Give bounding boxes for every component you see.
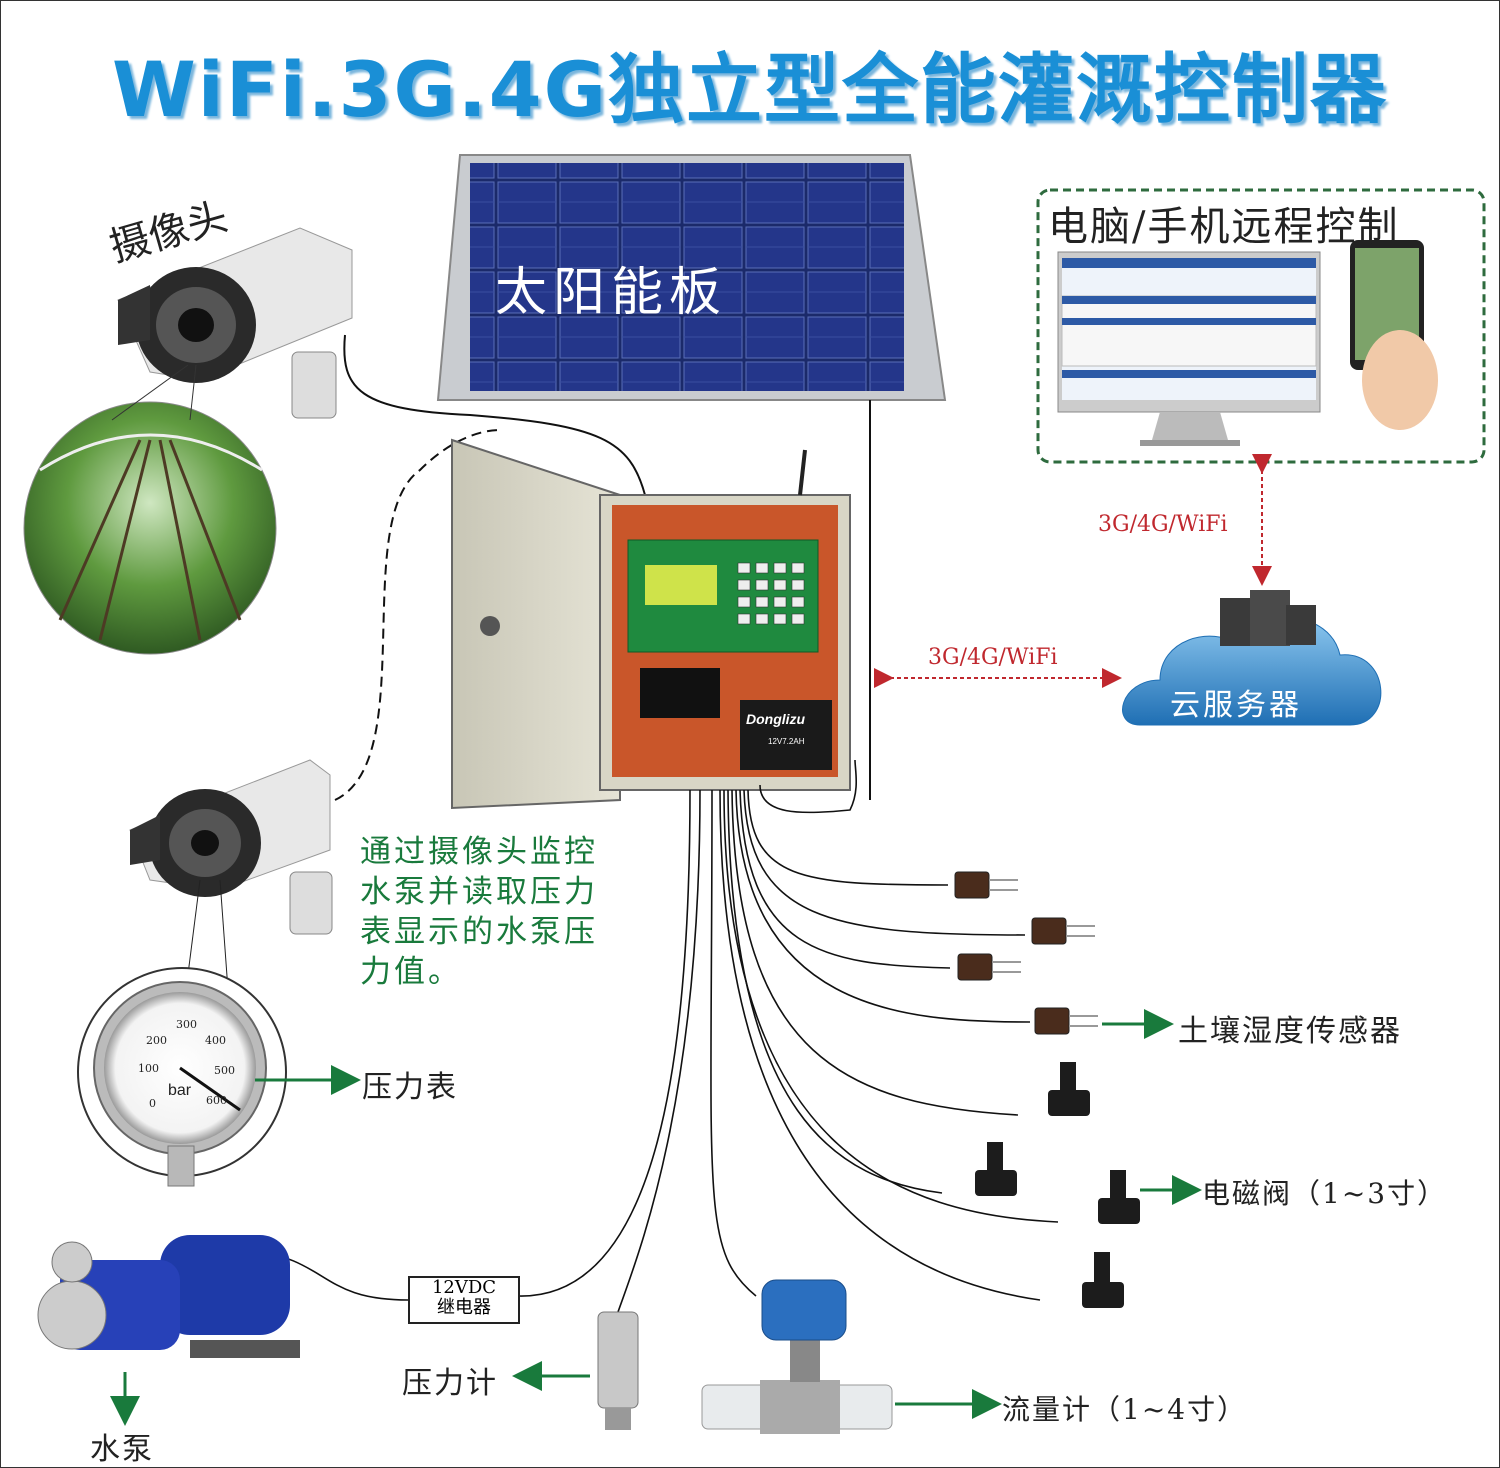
solenoid-valve-label: 电磁阀（1~3寸） <box>1202 1177 1448 1210</box>
sensor-cables <box>249 759 1059 1313</box>
network-label-vertical: 3G/4G/WiFi <box>1098 512 1228 537</box>
relay-line2: 继电器 <box>437 1297 491 1318</box>
camera-top <box>117 227 353 419</box>
flow-meter <box>701 1279 893 1434</box>
relay-box: 12VDC 继电器 <box>408 1276 520 1324</box>
greenhouse-photo <box>23 364 277 655</box>
gauge-tick-300: 300 <box>176 1018 197 1031</box>
solar-panel-label: 太阳能板 <box>495 263 728 323</box>
pressure-gauge-label: 压力表 <box>362 1070 458 1105</box>
network-label-horizontal: 3G/4G/WiFi <box>928 645 1058 670</box>
gauge-tick-500: 500 <box>214 1064 235 1077</box>
gauge-tick-400: 400 <box>205 1034 226 1047</box>
solar-panel <box>436 154 947 800</box>
page-title: WiFi.3G.4G独立型全能灌溉控制器 <box>111 45 1389 134</box>
wireless-link <box>334 429 501 801</box>
cloud-server <box>1122 590 1382 726</box>
soil-probes <box>989 879 1098 1027</box>
camera-note: 通过摄像头监控水泵并读取压力表显示的水泵压力值。 <box>360 834 598 990</box>
gauge-tick-0: 0 <box>149 1097 156 1110</box>
callout-arrows <box>110 1009 1202 1426</box>
cloud-server-label: 云服务器 <box>1170 688 1302 723</box>
water-pump <box>37 1235 300 1358</box>
control-box <box>451 438 851 810</box>
camera-bottom <box>129 759 333 935</box>
camera-cable <box>343 334 646 496</box>
relay-line1: 12VDC <box>431 1277 497 1298</box>
gauge-tick-600: 600 <box>206 1094 227 1107</box>
gauge-tick-200: 200 <box>146 1034 167 1047</box>
gauge-tick-100: 100 <box>138 1062 159 1075</box>
flow-meter-label: 流量计（1~4寸） <box>1002 1393 1248 1426</box>
pressure-meter <box>597 1311 639 1430</box>
soil-sensor-label: 土壤湿度传感器 <box>1178 1014 1402 1049</box>
remote-panel <box>1036 188 1486 464</box>
pressure-meter-label: 压力计 <box>402 1366 498 1401</box>
remote-control-label: 电脑/手机远程控制 <box>1048 204 1400 250</box>
solenoid-valves <box>975 1062 1140 1308</box>
battery-brand: Donglizu <box>746 711 806 727</box>
battery-spec: 12V7.2AH <box>768 737 805 746</box>
soil-sensors <box>954 871 1070 1035</box>
gauge-unit: bar <box>168 1082 192 1099</box>
pressure-gauge <box>77 967 287 1187</box>
water-pump-label: 水泵 <box>90 1432 154 1467</box>
